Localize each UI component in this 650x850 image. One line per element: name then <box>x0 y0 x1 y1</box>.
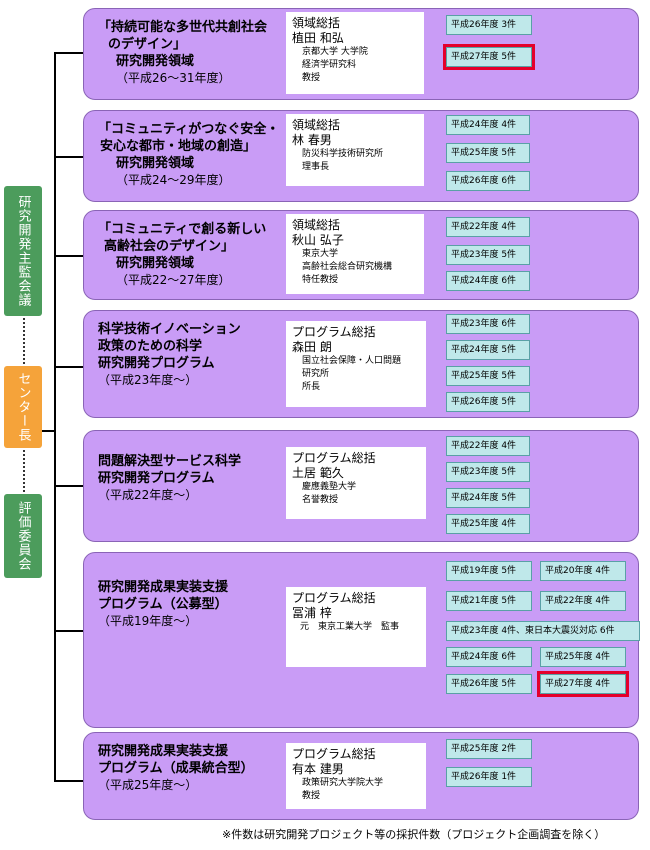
panel-service-science: 問題解決型サービス科学 研究開発プログラム （平成22年度～） プログラム総括 … <box>83 430 639 542</box>
year-count-badge: 平成25年度 5件 <box>446 366 530 386</box>
dotted-connector <box>23 450 25 492</box>
panel-title: 「持続可能な多世代共創社会 のデザイン」 研究開発領域 （平成26～31年度） <box>98 20 268 85</box>
panel-aging-society: 「コミュニティで創る新しい 高齢社会のデザイン」 研究開発領域 （平成22～27… <box>83 210 639 300</box>
year-count-badge: 平成26年度 5件 <box>446 674 532 694</box>
center-director-box: センター長 <box>4 366 42 448</box>
year-count-badge-highlighted: 平成27年度 5件 <box>443 44 535 70</box>
year-count-badge: 平成21年度 5件 <box>446 591 532 611</box>
year-count-badge: 平成24年度 4件 <box>446 115 530 135</box>
year-count-badge: 平成26年度 6件 <box>446 171 530 191</box>
branch-line <box>54 255 86 257</box>
branch-line <box>54 780 86 782</box>
branch-line <box>54 630 86 632</box>
leader-box: 領域総括 秋山 弘子 東京大学 高齢社会総合研究機構 特任教授 <box>286 214 424 294</box>
leader-box: 領域総括 林 春男 防災科学技術研究所 理事長 <box>286 114 424 186</box>
panel-community-safety: 「コミュニティがつなぐ安全・ 安心な都市・地域の創造」 研究開発領域 （平成24… <box>83 110 639 202</box>
panel-title: 「コミュニティがつなぐ安全・ 安心な都市・地域の創造」 研究開発領域 （平成24… <box>98 122 280 187</box>
panel-title: 研究開発成果実装支援 プログラム（公募型） （平成19年度～） <box>98 580 229 628</box>
year-count-badge: 平成23年度 6件 <box>446 314 530 334</box>
year-count-badge: 平成26年度 3件 <box>446 15 532 35</box>
year-count-badge-wide: 平成23年度 4件、東日本大震災対応 6件 <box>446 621 640 641</box>
year-count-badge-highlighted: 平成27年度 4件 <box>537 671 629 697</box>
branch-line <box>54 485 86 487</box>
year-count-badge: 平成23年度 5件 <box>446 245 530 265</box>
leader-box: 領域総括 植田 和弘 京都大学 大学院 経済学研究科 教授 <box>286 12 424 94</box>
evaluation-committee-box: 評価委員会 <box>4 494 42 578</box>
leader-box: プログラム総括 土居 範久 慶應義塾大学 名誉教授 <box>286 447 426 519</box>
footnote: ※件数は研究開発プロジェクト等の採択件数（プロジェクト企画調査を除く） <box>222 828 606 841</box>
year-count-badge: 平成24年度 5件 <box>446 488 530 508</box>
center-director-label: センター長 <box>15 372 31 442</box>
leader-box: プログラム総括 森田 朗 国立社会保障・人口問題 研究所 所長 <box>286 321 426 407</box>
panel-title: 問題解決型サービス科学 研究開発プログラム （平成22年度～） <box>98 454 242 502</box>
year-count-badge: 平成25年度 5件 <box>446 143 530 163</box>
year-count-badge: 平成22年度 4件 <box>540 591 626 611</box>
panel-sustainable-society: 「持続可能な多世代共創社会 のデザイン」 研究開発領域 （平成26～31年度） … <box>83 8 639 100</box>
year-count-badge: 平成24年度 6件 <box>446 271 530 291</box>
year-count-badge: 平成24年度 5件 <box>446 340 530 360</box>
year-count-badge: 平成25年度 4件 <box>446 514 530 534</box>
year-count-badge: 平成22年度 4件 <box>446 436 530 456</box>
panel-implementation-open-call: 研究開発成果実装支援 プログラム（公募型） （平成19年度～） プログラム総括 … <box>83 552 640 728</box>
year-count-badge: 平成26年度 1件 <box>446 767 532 787</box>
tree-trunk-line <box>54 52 56 782</box>
year-count-badge: 平成25年度 4件 <box>540 647 626 667</box>
leader-box: プログラム総括 冨浦 梓 元 東京工業大学 監事 <box>286 587 426 667</box>
branch-line <box>54 366 86 368</box>
year-count-badge: 平成19年度 5件 <box>446 561 532 581</box>
panel-title: 研究開発成果実装支援 プログラム（成果統合型） （平成25年度～） <box>98 744 254 792</box>
panel-title: 「コミュニティで創る新しい 高齢社会のデザイン」 研究開発領域 （平成22～27… <box>98 222 267 287</box>
panel-implementation-integration: 研究開発成果実装支援 プログラム（成果統合型） （平成25年度～） プログラム総… <box>83 732 639 820</box>
dotted-connector <box>23 318 25 364</box>
supervisory-council-box: 研究開発主監会議 <box>4 186 42 316</box>
evaluation-committee-label: 評価委員会 <box>15 501 31 571</box>
panel-science-policy: 科学技術イノベーション 政策のための科学 研究開発プログラム （平成23年度～）… <box>83 310 639 418</box>
year-count-badge: 平成25年度 2件 <box>446 739 532 759</box>
year-count-badge: 平成23年度 5件 <box>446 462 530 482</box>
year-count-badge: 平成22年度 4件 <box>446 217 530 237</box>
panel-title: 科学技術イノベーション 政策のための科学 研究開発プログラム （平成23年度～） <box>98 322 241 387</box>
year-count-badge: 平成20年度 4件 <box>540 561 626 581</box>
center-connector-line <box>42 430 56 432</box>
supervisory-council-label: 研究開発主監会議 <box>15 195 31 307</box>
branch-line <box>54 52 86 54</box>
leader-box: プログラム総括 有本 建男 政策研究大学院大学 教授 <box>286 743 426 809</box>
year-count-badge: 平成26年度 5件 <box>446 392 530 412</box>
year-count-badge: 平成24年度 6件 <box>446 647 532 667</box>
branch-line <box>54 156 86 158</box>
